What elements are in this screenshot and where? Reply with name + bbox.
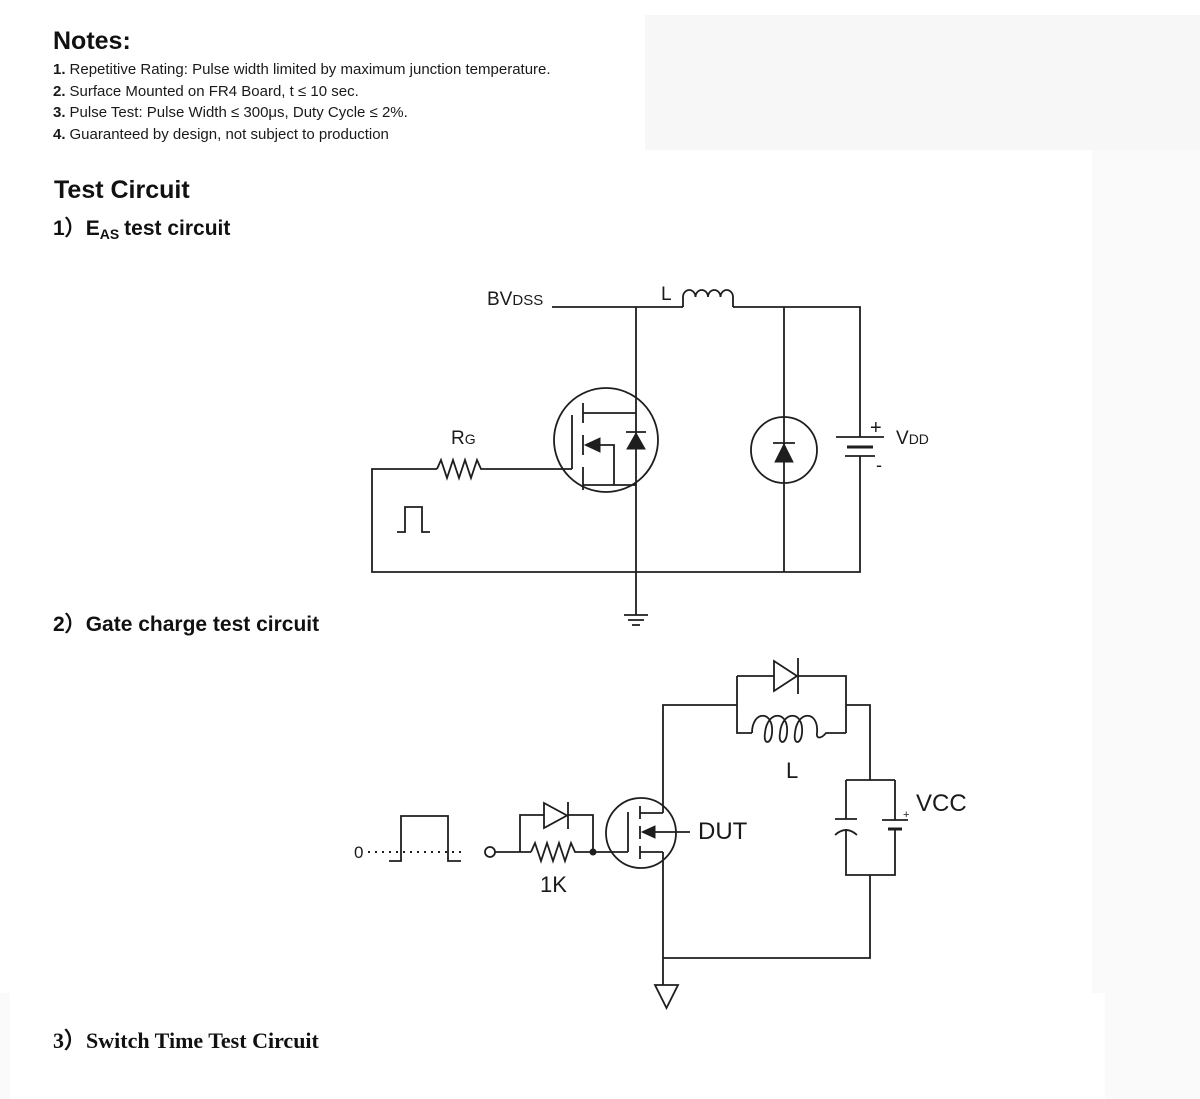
- drain-wire: [662, 704, 737, 813]
- inductor-symbol: [682, 289, 734, 307]
- note-number: 2.: [53, 82, 66, 100]
- note-item: 2.Surface Mounted on FR4 Board, t ≤ 10 s…: [53, 81, 551, 103]
- note-number: 1.: [53, 61, 66, 78]
- note-text: Surface Mounted on FR4 Board, t ≤ 10 sec…: [69, 82, 359, 100]
- note-item: 4.Guaranteed by design, not subject to p…: [53, 124, 551, 146]
- return-wire: [663, 875, 871, 959]
- gate-resistor-symbol: [530, 840, 593, 864]
- diode-triangle-icon: [774, 442, 794, 463]
- supply-return-wire: [371, 456, 861, 573]
- notes-list: 1.Repetitive Rating: Pulse width limited…: [53, 59, 551, 146]
- supply-block-wire: [845, 779, 896, 876]
- rg-main: R: [451, 428, 465, 449]
- section-label-subscript: AS: [99, 226, 120, 242]
- ground-symbol: [624, 614, 648, 626]
- vdd-sub: DD: [909, 431, 929, 447]
- top-wire: [733, 306, 861, 437]
- gate-diode-symbol: [519, 801, 594, 852]
- mosfet-body-lead: [598, 444, 615, 485]
- notes-heading: Notes:: [53, 27, 131, 55]
- input-label: 0: [354, 843, 363, 862]
- freewheel-diode-triangle-icon: [773, 659, 799, 693]
- bvdss-main: BV: [487, 289, 513, 310]
- section-label-main: E: [85, 217, 100, 240]
- diode-symbol: [750, 416, 818, 484]
- background-panel: [645, 15, 1200, 150]
- diode-outline: [750, 416, 818, 484]
- mosfet-outline: [605, 797, 677, 869]
- mosfet-symbol: [553, 387, 659, 493]
- battery-symbol: [836, 436, 884, 457]
- input-terminal: [484, 846, 496, 858]
- vdd-label: VDD: [896, 428, 929, 449]
- mosfet-arrow-icon: [640, 825, 656, 839]
- dut-mosfet-symbol: [605, 797, 690, 869]
- section-label: Switch Time Test Circuit: [86, 1028, 319, 1053]
- inductor-label: L: [786, 758, 798, 783]
- vcc-label: VCC: [916, 790, 967, 817]
- battery-plus-label: +: [870, 417, 882, 439]
- note-item: 1.Repetitive Rating: Pulse width limited…: [53, 59, 551, 81]
- note-text: Repetitive Rating: Pulse width limited b…: [69, 61, 551, 78]
- section-prefix: 2）: [53, 613, 86, 636]
- eas-test-circuit: BVDSS L RG + - VDD: [371, 284, 929, 626]
- battery-minus-label: -: [876, 455, 882, 475]
- resistor-label: 1K: [540, 872, 567, 897]
- ground-triangle-icon: [653, 984, 680, 1011]
- gate-diode-wire: [519, 814, 544, 852]
- mosfet-arrow-icon: [583, 437, 601, 453]
- note-number: 3.: [53, 104, 66, 122]
- capacitor-curved-plate: [834, 829, 858, 836]
- section-prefix: 3）: [53, 1028, 87, 1053]
- inductor-coil-symbol: [751, 715, 846, 743]
- mosfet-outline: [553, 387, 659, 493]
- background-panel: [1105, 993, 1200, 1099]
- note-number: 4.: [53, 126, 66, 144]
- parallel-branch-wire: [798, 675, 847, 733]
- background-panel: [1092, 150, 1200, 993]
- section-prefix: 1）: [53, 217, 86, 240]
- note-item: 3.Pulse Test: Pulse Width ≤ 300μs, Duty …: [53, 102, 551, 124]
- section-label-rest: test circuit: [124, 217, 231, 240]
- dut-label: DUT: [698, 818, 748, 845]
- gate-charge-section-heading: 2）Gate charge test circuit: [53, 612, 319, 638]
- parallel-branch-wire: [736, 676, 752, 734]
- bvdss-label: BVDSS: [487, 289, 543, 310]
- rg-label: RG: [451, 428, 476, 449]
- gate-resistor-symbol: [436, 457, 485, 481]
- section-label: Gate charge test circuit: [85, 613, 320, 636]
- gate-diode-wire: [568, 814, 594, 852]
- background-panel: [0, 993, 10, 1099]
- pulse-source-icon: [389, 815, 461, 862]
- battery-plus-label: +: [903, 809, 909, 821]
- rg-sub: G: [465, 431, 476, 447]
- gate-charge-test-circuit: 0: [354, 658, 967, 1011]
- gate-diode-triangle-icon: [543, 801, 569, 830]
- test-circuit-heading: Test Circuit: [54, 176, 190, 204]
- inductor-label: L: [661, 284, 672, 305]
- supply-wire: [846, 704, 871, 780]
- note-text: Pulse Test: Pulse Width ≤ 300μs, Duty Cy…: [69, 104, 408, 122]
- vdd-main: V: [896, 428, 909, 449]
- note-text: Guaranteed by design, not subject to pro…: [69, 126, 389, 144]
- switch-time-section-heading: 3）Switch Time Test Circuit: [53, 1027, 319, 1055]
- bvdss-sub: DSS: [512, 292, 543, 309]
- pulse-source-icon: [397, 506, 430, 533]
